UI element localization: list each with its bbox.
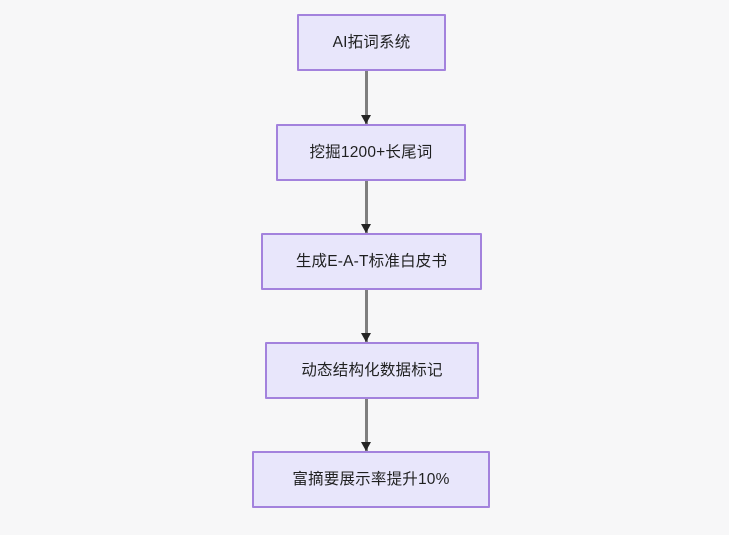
- flow-node-label: 生成E-A-T标准白皮书: [295, 252, 448, 270]
- edge-arrowhead-icon: [361, 224, 371, 233]
- edge-n4-n5: [361, 399, 372, 451]
- flow-node-rich-snippet-impression-lift[interactable]: 富摘要展示率提升10%: [252, 451, 490, 508]
- edge-arrowhead-icon: [361, 442, 371, 451]
- edge-line: [365, 181, 368, 233]
- flow-node-dynamic-structured-data-markup[interactable]: 动态结构化数据标记: [265, 342, 479, 399]
- edge-n1-n2: [361, 71, 372, 124]
- flow-node-label: AI拓词系统: [332, 33, 411, 51]
- edge-arrowhead-icon: [361, 115, 371, 124]
- edge-line: [365, 71, 368, 124]
- flow-node-ai-keyword-system[interactable]: AI拓词系统: [297, 14, 446, 71]
- flow-node-generate-eat-whitepaper[interactable]: 生成E-A-T标准白皮书: [261, 233, 482, 290]
- flow-node-label: 挖掘1200+长尾词: [309, 143, 433, 161]
- edge-n3-n4: [361, 290, 372, 342]
- flow-node-label: 富摘要展示率提升10%: [292, 470, 450, 488]
- edge-line: [365, 399, 368, 451]
- edge-n2-n3: [361, 181, 372, 233]
- flow-node-label: 动态结构化数据标记: [301, 361, 443, 379]
- flow-node-mine-longtail-keywords[interactable]: 挖掘1200+长尾词: [276, 124, 466, 181]
- edge-line: [365, 290, 368, 342]
- edge-arrowhead-icon: [361, 333, 371, 342]
